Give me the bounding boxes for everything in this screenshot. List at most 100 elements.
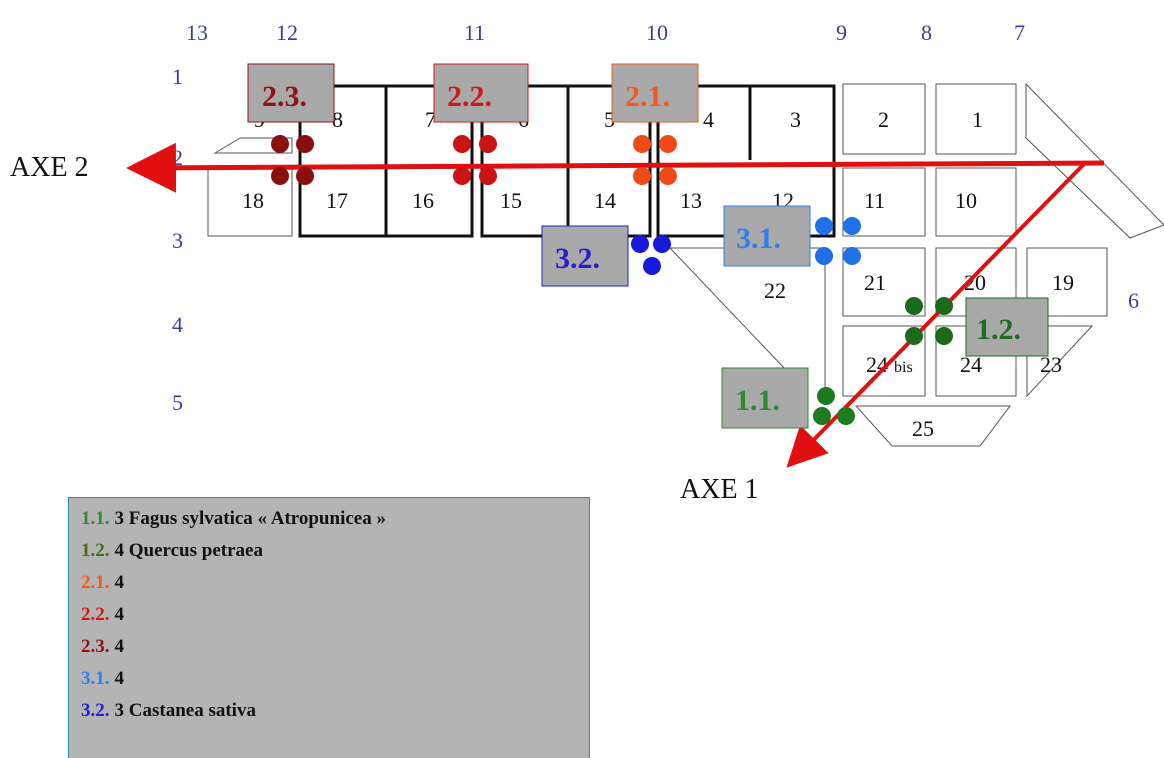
tree-dot <box>296 167 314 185</box>
legend-text: 3 Fagus sylvatica « Atropunicea » <box>114 508 386 529</box>
tree-dot <box>479 135 497 153</box>
label-box <box>611 63 699 123</box>
legend-text: 3 Castanea sativa <box>114 700 256 721</box>
plot-number: 18 <box>242 188 264 213</box>
row-number: 2 <box>172 145 183 170</box>
plot-number: 22 <box>764 278 786 303</box>
label-box <box>541 225 629 287</box>
legend-item: 2.3.4 <box>81 636 589 668</box>
plot-number: 2 <box>878 107 889 132</box>
label-box <box>247 63 335 123</box>
legend-code: 2.3. <box>81 636 110 657</box>
plot-number: 11 <box>864 188 885 213</box>
legend-item: 1.2.4 Quercus petraea <box>81 540 589 572</box>
plot-25 <box>854 405 1011 447</box>
group-label-2-2: 2.2. <box>433 63 529 123</box>
plot-2 <box>842 83 926 155</box>
column-number: 8 <box>921 20 932 45</box>
group-label-3-2: 3.2. <box>541 225 629 287</box>
group-code: 3.1. <box>736 222 781 255</box>
dots-1-1 <box>813 387 855 425</box>
column-number: 6 <box>1128 288 1139 313</box>
axe-2-arrow <box>126 142 1105 193</box>
group-label-1-1: 1.1. <box>721 367 809 429</box>
plot-number: 23 <box>1040 352 1062 377</box>
plot-19 <box>1026 247 1108 317</box>
plot-number: 15 <box>500 188 522 213</box>
group-code: 2.1. <box>625 80 670 113</box>
legend-item: 3.2.3 Castanea sativa <box>81 700 589 732</box>
axes: AXE 2 AXE 1 <box>10 142 1105 505</box>
legend-code: 2.2. <box>81 604 110 625</box>
dots-2-3 <box>271 135 314 185</box>
tree-dot <box>479 167 497 185</box>
legend-item: 3.1.4 <box>81 668 589 700</box>
plot-number: 5 <box>604 107 615 132</box>
label-box <box>721 367 809 429</box>
plot-10 <box>935 167 1017 237</box>
dots-3-2 <box>631 235 671 275</box>
legend-code: 2.1. <box>81 572 110 593</box>
plot-corner-right <box>1025 82 1164 239</box>
dots-2-2 <box>453 135 497 185</box>
label-box <box>965 297 1049 357</box>
group-labels: 2.3. 2.2. 2.1. 3.1. 3.2. 1.2. 1.1. <box>247 63 1049 429</box>
tree-dot <box>905 297 923 315</box>
group-label-1-2: 1.2. <box>965 297 1049 357</box>
tree-dot <box>813 407 831 425</box>
tree-dot <box>271 135 289 153</box>
tree-dot <box>453 167 471 185</box>
plot-23 <box>1026 325 1094 398</box>
row-number: 3 <box>172 228 183 253</box>
plot-number: 10 <box>955 188 977 213</box>
legend-code: 1.2. <box>81 540 110 561</box>
row-number: 5 <box>172 390 183 415</box>
tree-dot <box>653 235 671 253</box>
tree-dot <box>843 247 861 265</box>
group-code: 1.2. <box>976 313 1021 346</box>
plot-21 <box>842 247 926 317</box>
label-box <box>433 63 529 123</box>
plot-11 <box>842 167 926 237</box>
legend-item: 1.1.3 Fagus sylvatica « Atropunicea » <box>81 508 589 540</box>
axe-1-label: AXE 1 <box>680 474 759 505</box>
dots-2-1 <box>633 135 677 185</box>
label-box <box>723 205 811 267</box>
plot-number: 14 <box>594 188 616 213</box>
legend-text: 4 <box>114 668 125 689</box>
plot-number: 7 <box>425 107 436 132</box>
plot-number: 21 <box>864 270 886 295</box>
plot-number: 20 <box>964 270 986 295</box>
tree-dot <box>659 135 677 153</box>
plot-outlines <box>207 82 1164 447</box>
tree-dot <box>643 257 661 275</box>
tree-dot <box>633 167 651 185</box>
tree-dot <box>815 217 833 235</box>
plot-22-diagonal <box>669 247 806 391</box>
plot-24bis <box>842 325 926 397</box>
plot-number-suffix: bis <box>894 359 913 376</box>
group-code: 2.2. <box>447 80 492 113</box>
legend-code: 3.2. <box>81 700 110 721</box>
species-legend: 1.1.3 Fagus sylvatica « Atropunicea » 1.… <box>68 497 590 758</box>
tree-dot <box>837 407 855 425</box>
plot-number: 24 <box>960 352 982 377</box>
legend-text: 4 <box>114 604 125 625</box>
group-code: 2.3. <box>262 80 307 113</box>
tree-dot <box>935 327 953 345</box>
plot-number: 3 <box>790 107 801 132</box>
dots-3-1 <box>815 217 861 265</box>
plot-number: 25 <box>912 416 934 441</box>
group-label-2-1: 2.1. <box>611 63 699 123</box>
plot-number: 4 <box>703 107 714 132</box>
tree-dot <box>935 297 953 315</box>
tree-dot <box>296 135 314 153</box>
plot-number: 16 <box>412 188 434 213</box>
tree-dot <box>453 135 471 153</box>
tree-dot <box>631 235 649 253</box>
dots-1-2 <box>905 297 953 345</box>
legend-text: 4 <box>114 572 125 593</box>
legend-code: 3.1. <box>81 668 110 689</box>
column-number: 7 <box>1014 20 1025 45</box>
